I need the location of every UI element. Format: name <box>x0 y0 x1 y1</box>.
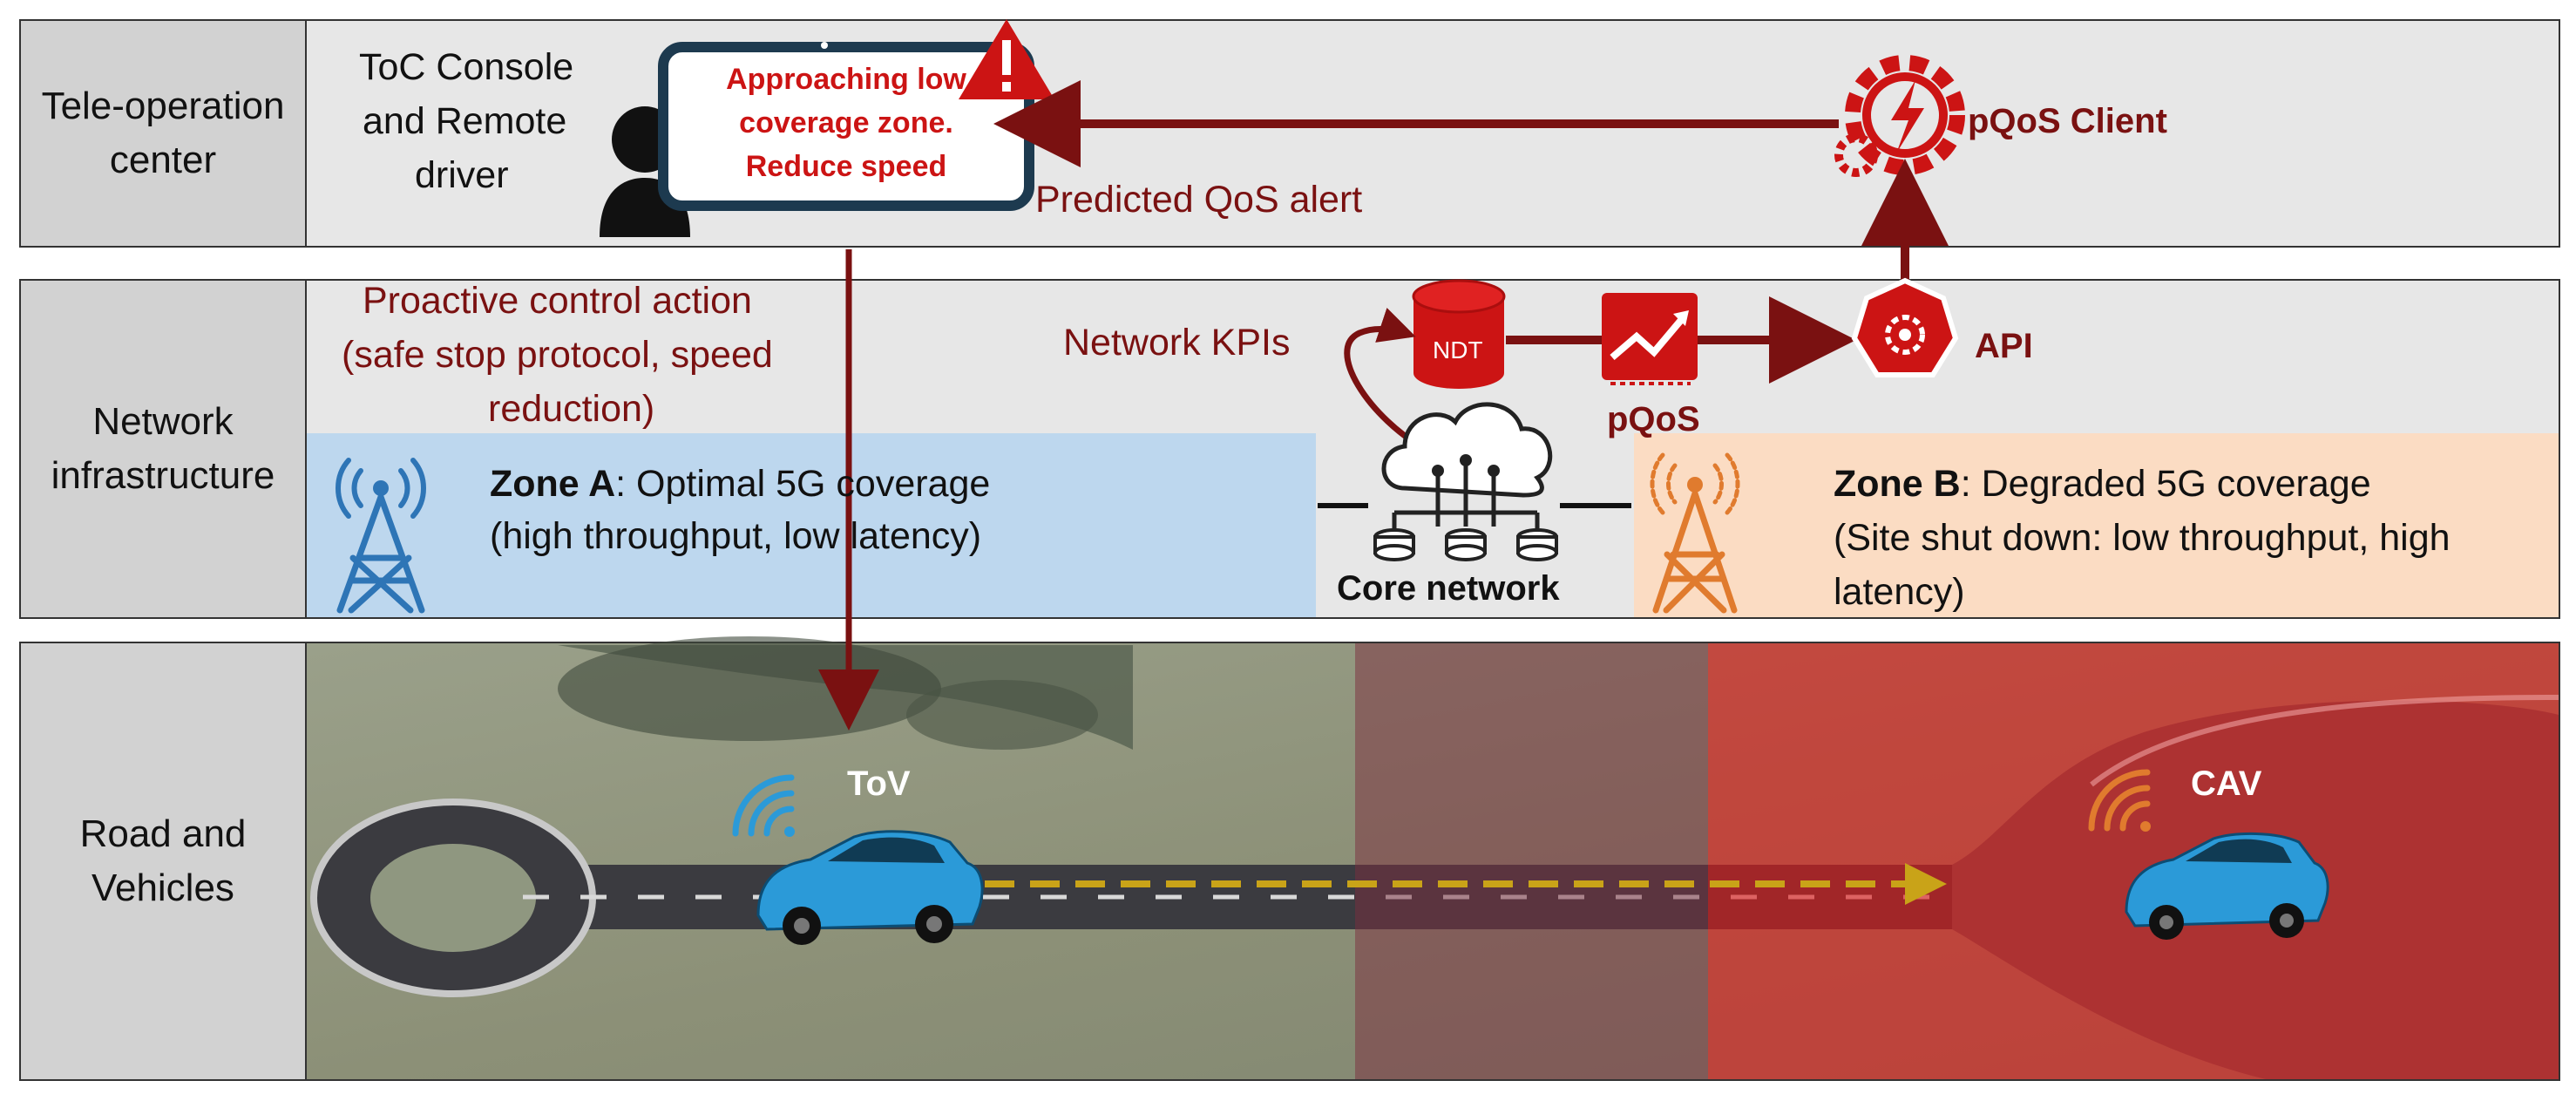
zone-b-tower-icon <box>1650 452 1740 614</box>
tov-wifi-icon <box>732 774 795 837</box>
zone-a-tower-icon <box>336 458 426 614</box>
proactive-line2: (safe stop protocol, speed <box>342 334 773 376</box>
road-row-label: Road and Vehicles <box>19 642 307 1081</box>
proactive-line1: Proactive control action <box>363 280 752 322</box>
console-screen-text: Approaching low coverage zone. Reduce sp… <box>676 58 1016 188</box>
toc-console-line1: ToC Console <box>359 46 574 88</box>
predicted-qos-alert-label: Predicted QoS alert <box>1035 179 1363 221</box>
screen-line3: Reduce speed <box>745 150 947 183</box>
cav-label: CAV <box>2191 765 2262 803</box>
zone-a-name: Zone A <box>490 463 616 505</box>
zone-b-line1: Zone B: Degraded 5G coverage <box>1834 457 2371 511</box>
zone-a-line1: Zone A: Optimal 5G coverage <box>490 457 990 511</box>
ndt-label: NDT <box>1433 336 1483 364</box>
toc-console-line2: and Remote <box>363 100 567 142</box>
zone-a-line2: (high throughput, low latency) <box>490 515 982 557</box>
network-row-label: Network infrastructure <box>19 279 307 619</box>
teleop-label: Tele-operation center <box>41 85 285 181</box>
screen-line2: coverage zone. <box>739 106 953 139</box>
tov-car-icon <box>756 830 984 945</box>
zone-b-line3: latency) <box>1834 571 1965 613</box>
pqos-client-gear-icon <box>1834 55 1965 177</box>
ndt-database-icon <box>1412 279 1506 389</box>
pqos-chart-icon <box>1602 293 1698 385</box>
zone-b-desc: : Degraded 5G coverage <box>1960 463 2371 505</box>
network-kpis-label: Network KPIs <box>1063 322 1291 364</box>
tov-label: ToV <box>847 765 911 803</box>
cav-car-icon <box>2125 832 2329 940</box>
screen-line1: Approaching low <box>726 63 966 96</box>
api-label: API <box>1975 327 2033 365</box>
proactive-line3: reduction) <box>488 388 655 430</box>
core-network-label: Core network <box>1337 569 1560 608</box>
teleop-row-label: Tele-operation center <box>19 19 307 248</box>
cav-wifi-icon <box>2088 769 2151 832</box>
zone-a-panel <box>307 433 1316 617</box>
pqos-label: pQoS <box>1607 400 1700 438</box>
zone-b-panel <box>1634 433 2559 617</box>
zone-a-desc: : Optimal 5G coverage <box>615 463 991 505</box>
network-label: Network infrastructure <box>51 400 275 497</box>
pqos-client-label: pQoS Client <box>1968 102 2167 140</box>
api-icon <box>1851 277 1959 377</box>
zone-b-name: Zone B <box>1834 463 1961 505</box>
road-label: Road and Vehicles <box>79 812 247 909</box>
core-network-icon <box>1373 402 1558 561</box>
zone-b-line2: (Site shut down: low throughput, high <box>1834 517 2451 559</box>
toc-console-line3: driver <box>415 154 509 196</box>
